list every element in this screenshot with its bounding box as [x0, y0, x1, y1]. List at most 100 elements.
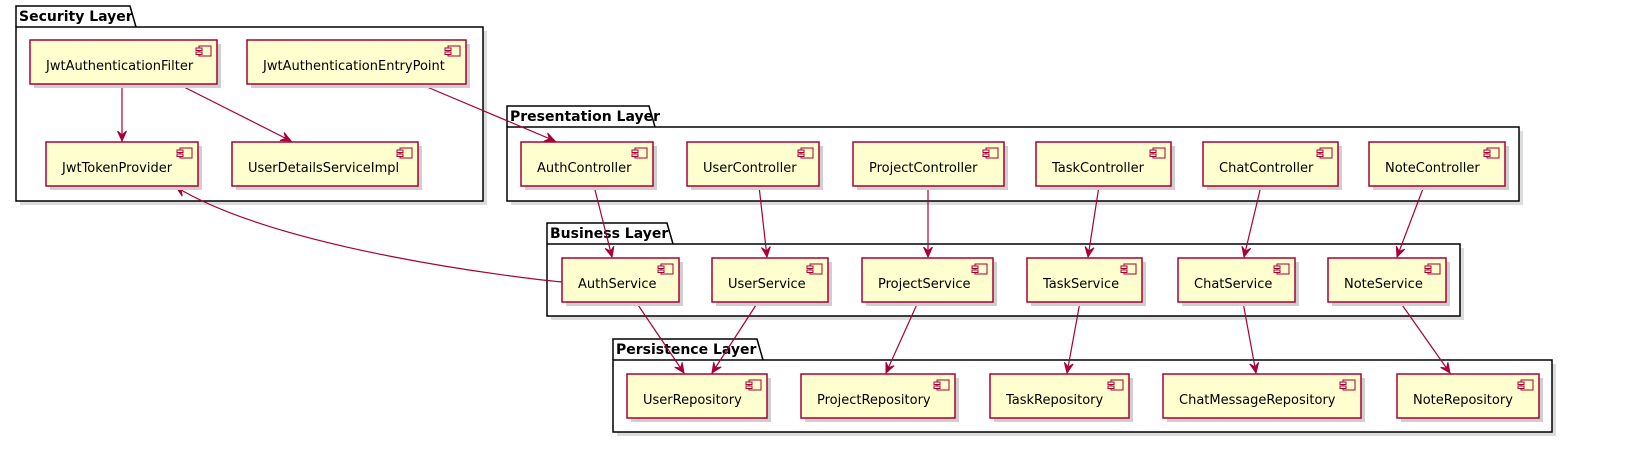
arrowhead — [1440, 362, 1451, 374]
package-tab — [546, 222, 674, 245]
component-icon — [1273, 263, 1290, 275]
component-label: UserDetailsServiceImpl — [248, 161, 399, 176]
component-box — [686, 141, 820, 187]
component-label: ProjectController — [869, 161, 978, 176]
dependency-ChatController-to-ChatService — [1241, 185, 1262, 259]
component-label: UserRepository — [643, 393, 742, 408]
dependency-line — [885, 301, 919, 374]
component-label: TaskService — [1042, 277, 1119, 292]
components: JwtAuthenticationFilter JwtAuthentication… — [29, 39, 1543, 422]
package-title: Security Layer — [19, 9, 133, 25]
component-TaskRepository: TaskRepository — [989, 373, 1133, 422]
dependency-line — [1243, 185, 1262, 258]
component-icon — [982, 147, 999, 159]
component-label: ChatController — [1219, 161, 1314, 176]
component-box — [246, 39, 467, 85]
component-UserDetailsServiceImpl: UserDetailsServiceImpl — [231, 141, 422, 190]
package-tab — [15, 5, 137, 28]
component-label: AuthService — [578, 277, 657, 292]
arrowhead — [923, 246, 933, 259]
component-icon — [1149, 147, 1166, 159]
dependency-line — [1242, 301, 1257, 374]
arrowhead — [1395, 245, 1406, 259]
component-ChatController: ChatController — [1202, 141, 1342, 190]
component-label: NoteController — [1385, 161, 1480, 176]
component-UserController: UserController — [686, 141, 823, 190]
component-icon — [1120, 263, 1137, 275]
arrowhead — [279, 132, 293, 142]
dependency-arrows — [117, 83, 1451, 375]
dependency-line — [1087, 185, 1100, 258]
dependency-ChatService-to-ChatMessageRepository — [1242, 301, 1260, 375]
component-icon — [797, 147, 814, 159]
package-frame — [506, 126, 1520, 202]
component-label: ProjectService — [878, 277, 971, 292]
arrowhead — [674, 362, 685, 375]
component-icon — [933, 379, 950, 391]
component-box — [1202, 141, 1339, 187]
component-UserService: UserService — [711, 257, 832, 306]
arrowhead — [1241, 245, 1252, 259]
component-TaskController: TaskController — [1035, 141, 1175, 190]
component-box — [626, 373, 768, 419]
dependency-line — [635, 301, 685, 374]
component-icon — [1107, 379, 1124, 391]
component-box — [231, 141, 419, 187]
component-label: UserService — [728, 277, 806, 292]
component-JwtAuthenticationFilter: JwtAuthenticationFilter — [29, 39, 221, 88]
arrowhead — [604, 245, 615, 259]
dependency-line — [177, 83, 292, 142]
package-tab — [506, 105, 656, 128]
component-box — [989, 373, 1130, 419]
component-box — [852, 141, 1005, 187]
component-JwtAuthenticationEntryPoint: JwtAuthenticationEntryPoint — [246, 39, 470, 88]
component-icon — [444, 45, 461, 57]
component-box — [1327, 257, 1447, 303]
dependency-UserService-to-UserRepository — [711, 301, 759, 375]
package-presentation: Presentation Layer — [506, 105, 1523, 205]
component-box — [1396, 373, 1540, 419]
package-title: Business Layer — [550, 226, 668, 242]
dependency-line — [593, 185, 613, 258]
component-TaskService: TaskService — [1026, 257, 1146, 306]
component-box — [1162, 373, 1362, 419]
component-ChatMessageRepository: ChatMessageRepository — [1162, 373, 1365, 422]
component-AuthController: AuthController — [520, 141, 657, 190]
component-box — [561, 257, 680, 303]
component-label: TaskController — [1051, 161, 1145, 176]
component-icon — [396, 147, 413, 159]
component-icon — [1517, 379, 1534, 391]
dependency-line — [1399, 301, 1451, 374]
component-label: AuthController — [537, 161, 632, 176]
component-box — [711, 257, 829, 303]
package-tab — [612, 338, 764, 361]
dependency-line — [1396, 185, 1425, 258]
arrowhead — [1063, 362, 1074, 375]
arrowhead — [711, 362, 722, 375]
component-box — [800, 373, 956, 419]
component-icon — [1483, 147, 1500, 159]
component-UserRepository: UserRepository — [626, 373, 771, 422]
dependency-TaskController-to-TaskService — [1084, 185, 1100, 259]
component-label: NoteRepository — [1413, 393, 1513, 408]
component-ChatService: ChatService — [1177, 257, 1299, 306]
dependency-ProjectController-to-ProjectService — [923, 186, 933, 259]
component-ProjectController: ProjectController — [852, 141, 1008, 190]
arrowhead — [543, 132, 557, 142]
component-NoteController: NoteController — [1368, 141, 1509, 190]
component-box — [861, 257, 994, 303]
component-label: NoteService — [1344, 277, 1423, 292]
dependency-line — [758, 185, 768, 258]
component-box — [45, 141, 199, 187]
component-box — [29, 39, 218, 85]
component-AuthService: AuthService — [561, 257, 683, 306]
component-label: TaskRepository — [1005, 393, 1103, 408]
component-icon — [745, 379, 762, 391]
dependency-JwtAuthenticationFilter-to-JwtTokenProvider — [117, 84, 127, 143]
dependency-JwtAuthenticationEntryPoint-to-AuthController — [419, 83, 557, 142]
component-icon — [971, 263, 988, 275]
package-frame — [546, 243, 1461, 317]
component-label: UserController — [703, 161, 797, 176]
component-box — [1035, 141, 1172, 187]
